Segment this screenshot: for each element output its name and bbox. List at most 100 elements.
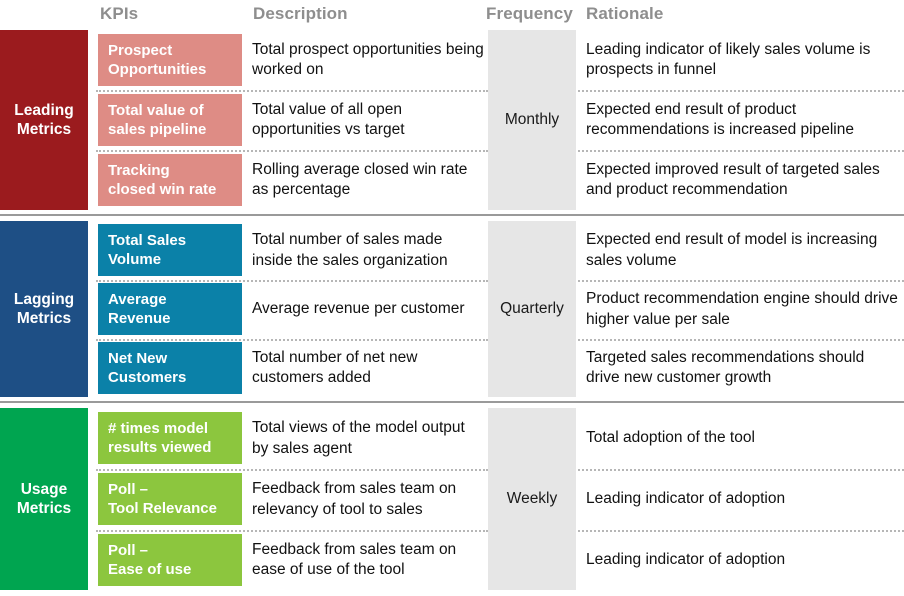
row-separator bbox=[578, 469, 904, 471]
kpi-label-line2: Tool Relevance bbox=[108, 500, 217, 517]
rationale-text: Leading indicator of adoption bbox=[586, 490, 786, 508]
description-cell: Rolling average closed win rate as perce… bbox=[252, 150, 484, 210]
category-label: Usage Metrics bbox=[13, 480, 75, 519]
column-header-description: Description bbox=[253, 4, 348, 23]
kpi-tile-label: Total value of sales pipeline bbox=[108, 101, 206, 140]
description-cell: Average revenue per customer bbox=[252, 280, 484, 339]
category-label-line2: Metrics bbox=[16, 121, 72, 138]
kpi-label-line1: Net New bbox=[108, 349, 168, 367]
kpi-tile[interactable]: Tracking closed win rate bbox=[98, 154, 242, 206]
category-label-line1: Lagging bbox=[13, 290, 75, 308]
kpi-tile-label: Average Revenue bbox=[108, 290, 171, 329]
section-usage-metrics: Usage Metrics Weekly # times model resul… bbox=[0, 408, 904, 590]
frequency-cell-usage: Weekly bbox=[488, 408, 576, 590]
rationale-cell: Targeted sales recommendations should dr… bbox=[586, 339, 902, 397]
frequency-label: Weekly bbox=[506, 490, 558, 507]
table-row: Tracking closed win rate Rolling average… bbox=[0, 150, 904, 210]
rationale-cell: Leading indicator of adoption bbox=[586, 530, 902, 590]
kpi-label-line2: Volume bbox=[108, 251, 162, 268]
description-cell: Total value of all open opportunities vs… bbox=[252, 90, 484, 150]
description-text: Total number of sales made inside the sa… bbox=[252, 231, 448, 269]
column-header-kpis: KPIs bbox=[100, 4, 139, 23]
rationale-text: Expected improved result of targeted sal… bbox=[586, 160, 880, 198]
rationale-text: Expected end result of model is increasi… bbox=[586, 231, 878, 269]
row-separator bbox=[578, 150, 904, 152]
kpi-label-line2: Ease of use bbox=[108, 561, 192, 578]
kpi-tile-label: Poll – Ease of use bbox=[108, 541, 191, 580]
rationale-text: Expected end result of product recommend… bbox=[586, 100, 854, 138]
table-row: Total Sales Volume Total number of sales… bbox=[0, 221, 904, 280]
category-usage-metrics[interactable]: Usage Metrics bbox=[0, 408, 88, 590]
kpi-tile[interactable]: Net New Customers bbox=[98, 342, 242, 394]
kpi-label-line1: Prospect bbox=[108, 41, 173, 59]
description-cell: Total prospect opportunities being worke… bbox=[252, 30, 484, 90]
rationale-text: Targeted sales recommendations should dr… bbox=[586, 348, 865, 386]
category-leading-metrics[interactable]: Leading Metrics bbox=[0, 30, 88, 210]
rationale-text: Leading indicator of likely sales volume… bbox=[586, 40, 871, 78]
row-separator bbox=[96, 150, 488, 152]
row-separator bbox=[96, 530, 488, 532]
kpi-tile[interactable]: Total Sales Volume bbox=[98, 224, 242, 276]
description-text: Feedback from sales team on relevancy of… bbox=[252, 480, 457, 518]
category-label: Leading Metrics bbox=[10, 101, 77, 140]
row-separator bbox=[96, 339, 488, 341]
table-row: # times model results viewed Total views… bbox=[0, 408, 904, 469]
kpi-label-line2: results viewed bbox=[108, 439, 212, 456]
table-row: Poll – Tool Relevance Feedback from sale… bbox=[0, 469, 904, 530]
frequency-cell-lagging: Quarterly bbox=[488, 221, 576, 397]
kpi-label-line1: Poll – bbox=[108, 541, 149, 559]
column-header-rationale: Rationale bbox=[586, 4, 664, 23]
description-cell: Total number of net new customers added bbox=[252, 339, 484, 397]
kpi-label-line2: closed win rate bbox=[108, 181, 217, 198]
kpi-tile-label: Poll – Tool Relevance bbox=[108, 480, 217, 519]
row-separator bbox=[578, 90, 904, 92]
row-separator bbox=[578, 530, 904, 532]
kpi-tile-label: Prospect Opportunities bbox=[108, 41, 206, 80]
rationale-text: Total adoption of the tool bbox=[586, 429, 755, 447]
rationale-cell: Product recommendation engine should dri… bbox=[586, 280, 902, 339]
kpi-tile[interactable]: Poll – Ease of use bbox=[98, 534, 242, 586]
row-separator bbox=[96, 469, 488, 471]
kpi-label-line1: Tracking bbox=[108, 161, 170, 179]
kpi-label-line2: Opportunities bbox=[108, 61, 207, 78]
rationale-cell: Leading indicator of likely sales volume… bbox=[586, 30, 902, 90]
description-text: Feedback from sales team on ease of use … bbox=[252, 540, 457, 578]
rationale-cell: Expected end result of model is increasi… bbox=[586, 221, 902, 280]
section-divider bbox=[0, 214, 904, 216]
kpi-tile-label: Net New Customers bbox=[108, 349, 186, 388]
kpi-tile[interactable]: # times model results viewed bbox=[98, 412, 242, 464]
section-divider bbox=[0, 401, 904, 403]
description-text: Total views of the model output by sales… bbox=[252, 419, 465, 457]
table-row: Net New Customers Total number of net ne… bbox=[0, 339, 904, 397]
category-label: Lagging Metrics bbox=[10, 290, 78, 329]
description-text: Total number of net new customers added bbox=[252, 348, 418, 386]
kpi-label-line1: # times model bbox=[108, 419, 209, 437]
frequency-label: Monthly bbox=[504, 111, 560, 128]
table-row: Total value of sales pipeline Total valu… bbox=[0, 90, 904, 150]
rationale-cell: Total adoption of the tool bbox=[586, 408, 902, 469]
row-separator bbox=[578, 280, 904, 282]
table-row: Prospect Opportunities Total prospect op… bbox=[0, 30, 904, 90]
category-label-line1: Leading bbox=[14, 101, 74, 119]
kpi-label-line1: Average bbox=[108, 290, 167, 308]
kpi-label-line2: Customers bbox=[108, 369, 187, 386]
description-cell: Total number of sales made inside the sa… bbox=[252, 221, 484, 280]
kpi-tile[interactable]: Poll – Tool Relevance bbox=[98, 473, 242, 525]
kpi-tile[interactable]: Average Revenue bbox=[98, 283, 242, 335]
kpi-tile[interactable]: Prospect Opportunities bbox=[98, 34, 242, 86]
kpi-tile[interactable]: Total value of sales pipeline bbox=[98, 94, 242, 146]
category-label-line1: Usage bbox=[20, 480, 68, 498]
description-text: Average revenue per customer bbox=[252, 300, 465, 318]
category-lagging-metrics[interactable]: Lagging Metrics bbox=[0, 221, 88, 397]
kpi-label-line2: Revenue bbox=[108, 310, 171, 327]
rationale-cell: Expected improved result of targeted sal… bbox=[586, 150, 902, 210]
category-label-line2: Metrics bbox=[16, 310, 72, 327]
description-text: Total prospect opportunities being worke… bbox=[252, 40, 484, 78]
description-cell: Total views of the model output by sales… bbox=[252, 408, 484, 469]
kpi-tile-label: # times model results viewed bbox=[108, 419, 211, 458]
kpi-tile-label: Total Sales Volume bbox=[108, 231, 186, 270]
kpi-label-line2: sales pipeline bbox=[108, 121, 207, 138]
section-lagging-metrics: Lagging Metrics Quarterly Total Sales Vo… bbox=[0, 221, 904, 397]
description-text: Total value of all open opportunities vs… bbox=[252, 100, 405, 138]
rationale-cell: Leading indicator of adoption bbox=[586, 469, 902, 530]
